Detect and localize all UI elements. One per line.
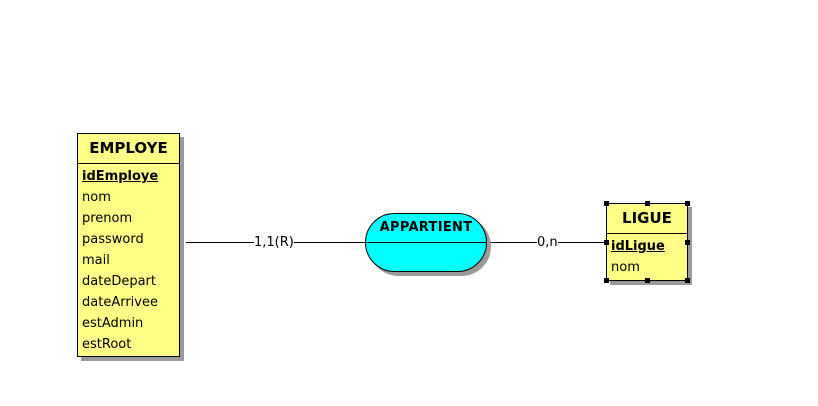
attribute-list: idEmploye nom prenom password mail dateD… [78,164,179,355]
attribute: estRoot [82,337,132,352]
attribute: password [82,232,144,247]
entity-employe[interactable]: EMPLOYE idEmploye nom prenom password ma… [77,133,180,357]
association-title: APPARTIENT [366,214,486,243]
resize-handle-left[interactable] [604,240,609,245]
resize-handle-top[interactable] [645,201,650,206]
attribute: dateArrivee [82,295,158,310]
attribute: mail [82,253,110,268]
resize-handle-bottom-right[interactable] [685,278,690,283]
attribute: prenom [82,211,133,226]
attribute-list: idLigue nom [607,234,687,278]
attribute: nom [82,190,111,205]
entity-title: LIGUE [607,204,687,234]
resize-handle-top-right[interactable] [685,201,690,206]
resize-handle-right[interactable] [685,240,690,245]
attribute: estAdmin [82,316,144,331]
attribute-primary-key: idLigue [611,239,665,254]
attribute-primary-key: idEmploye [82,169,159,184]
cardinality-ligue: 0,n [537,235,558,251]
resize-handle-bottom-left[interactable] [604,278,609,283]
attribute: dateDepart [82,274,156,289]
entity-title: EMPLOYE [78,134,179,164]
entity-ligue[interactable]: LIGUE idLigue nom [606,203,688,281]
association-appartient[interactable]: APPARTIENT [365,213,487,272]
cardinality-employe: 1,1(R) [254,235,294,251]
resize-handle-bottom[interactable] [645,278,650,283]
resize-handle-top-left[interactable] [604,201,609,206]
attribute: nom [611,260,640,275]
